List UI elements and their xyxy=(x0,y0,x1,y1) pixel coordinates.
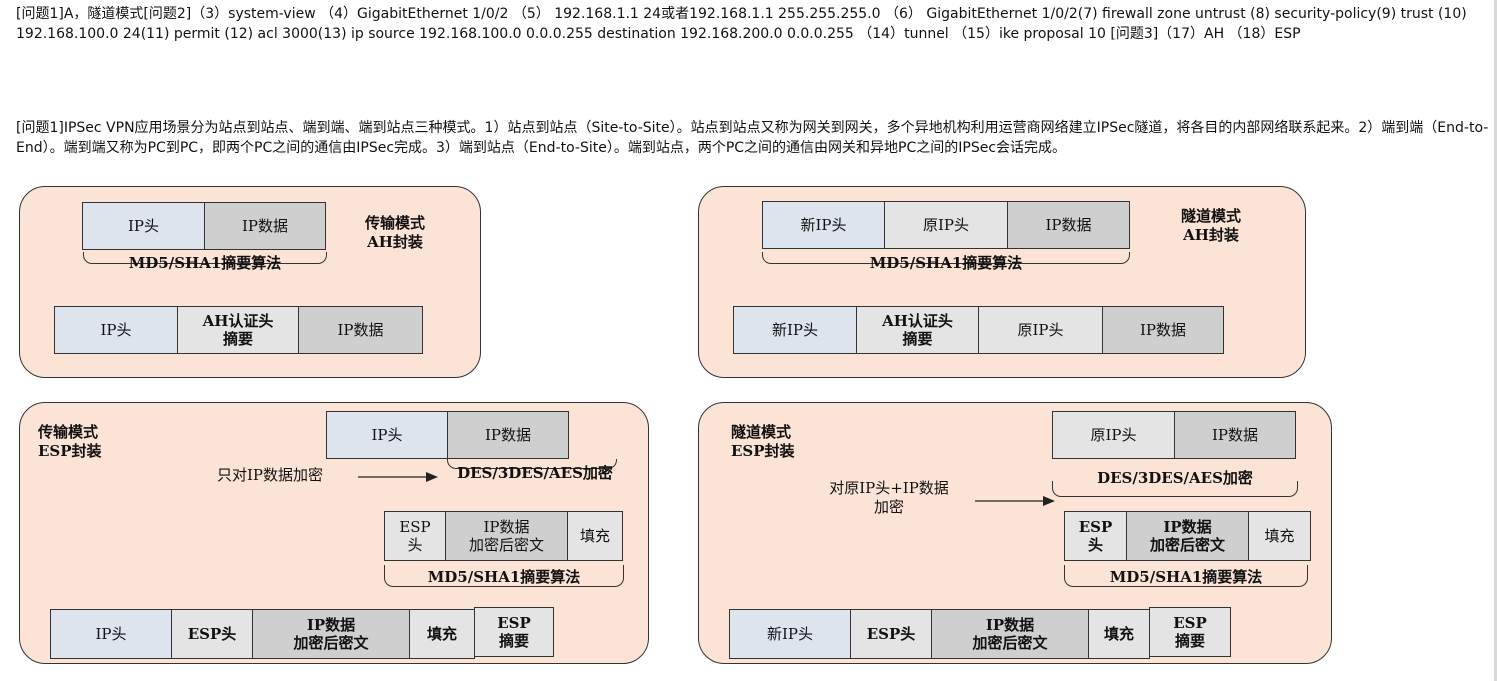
encrypt-note: 只对IP数据加密 xyxy=(216,466,324,484)
encrypted-data-cell: IP数据加密后密文 xyxy=(931,609,1089,659)
hash-label: MD5/SHA1摘要算法 xyxy=(1109,568,1263,586)
scrollbar-edge xyxy=(1494,0,1497,681)
padding-cell: 填充 xyxy=(567,511,623,561)
encrypted-data-cell: IP数据加密后密文 xyxy=(445,511,568,561)
padding-cell: 填充 xyxy=(1248,511,1311,561)
encrypted-data-cell: IP数据加密后密文 xyxy=(252,609,410,659)
hash-label: MD5/SHA1摘要算法 xyxy=(427,568,581,586)
new-ip-header-cell: 新IP头 xyxy=(733,306,857,354)
ip-data-cell: IP数据 xyxy=(447,411,569,459)
encrypt-note: 对原IP头+IP数据加密 xyxy=(829,479,949,516)
ip-header-cell: IP头 xyxy=(82,202,205,250)
orig-ip-header-cell: 原IP头 xyxy=(978,306,1103,354)
ip-header-cell: IP头 xyxy=(50,609,172,659)
arrow-icon xyxy=(975,496,1055,506)
encrypt-label: DES/3DES/AES加密 xyxy=(457,464,613,482)
orig-ip-header-cell: 原IP头 xyxy=(884,201,1008,249)
new-ip-header-cell: 新IP头 xyxy=(762,201,885,249)
ip-data-cell: IP数据 xyxy=(204,202,326,250)
orig-ip-header-cell: 原IP头 xyxy=(1052,411,1175,459)
explanation-text: [问题1]IPSec VPN应用场景分为站点到站点、端到端、端到站点三种模式。1… xyxy=(16,120,1489,156)
new-ip-header-cell: 新IP头 xyxy=(729,609,851,659)
encrypted-data-cell: IP数据加密后密文 xyxy=(1126,511,1249,561)
ip-header-cell: IP头 xyxy=(54,306,178,354)
ip-header-cell: IP头 xyxy=(326,411,448,459)
esp-header-cell: ESP头 xyxy=(850,609,932,659)
hash-brace xyxy=(1064,565,1308,587)
encrypt-brace xyxy=(1052,481,1298,497)
hash-brace xyxy=(384,565,624,587)
hash-label: MD5/SHA1摘要算法 xyxy=(128,254,282,272)
answer-text: [问题1]A，隧道模式[问题2]（3）system-view （4）Gigabi… xyxy=(16,6,1467,42)
ip-data-cell: IP数据 xyxy=(1174,411,1296,459)
esp-header-cell: ESP头 xyxy=(171,609,253,659)
ah-auth-header-cell: AH认证头摘要 xyxy=(856,306,979,354)
ip-data-cell: IP数据 xyxy=(1007,201,1130,249)
arrow-icon xyxy=(358,472,438,482)
ip-data-cell: IP数据 xyxy=(298,306,423,354)
ip-data-cell: IP数据 xyxy=(1102,306,1224,354)
encrypt-label: DES/3DES/AES加密 xyxy=(1097,469,1253,487)
ah-auth-header-cell: AH认证头摘要 xyxy=(177,306,299,354)
padding-cell: 填充 xyxy=(1088,609,1150,659)
hash-label: MD5/SHA1摘要算法 xyxy=(869,254,1023,272)
padding-cell: 填充 xyxy=(409,609,475,659)
